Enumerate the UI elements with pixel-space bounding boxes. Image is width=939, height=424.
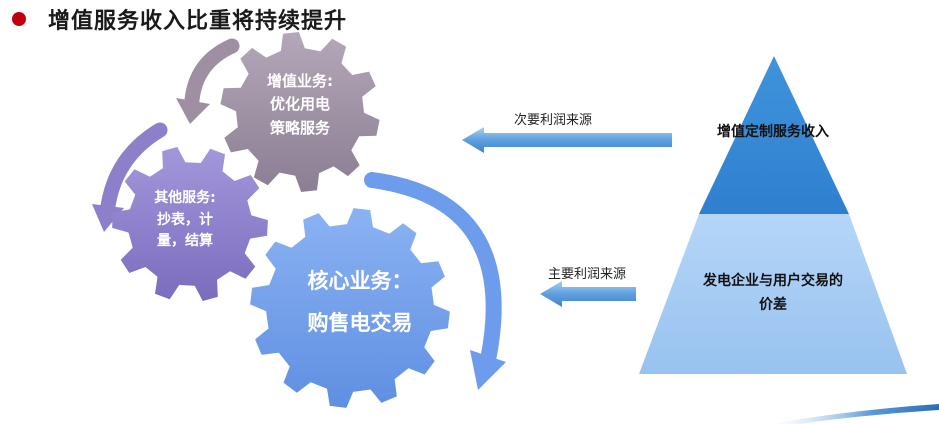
cycle-arrow-left-head — [92, 204, 124, 232]
gear-value-added-line1: 增值业务: — [267, 72, 333, 90]
title-bullet-icon — [12, 12, 26, 26]
gear-value-added-line2: 优化用电 — [269, 95, 330, 114]
page-title: 增值服务收入比重将持续提升 — [48, 9, 348, 34]
arrow-main-profit — [540, 281, 636, 307]
gear-core-business-line2: 购售电交易 — [307, 311, 413, 335]
gear-other-services-line1: 其他服务: — [154, 190, 216, 206]
pyramid-bottom-line1: 发电企业与用户交易的 — [703, 273, 843, 289]
secondary-profit-label: 次要利润来源 — [514, 113, 593, 128]
pyramid-top-label: 增值定制服务收入 — [717, 124, 829, 140]
gear-other-services-label: 其他服务: 抄表，计 量，结算 — [130, 188, 240, 253]
title-row: 增值服务收入比重将持续提升 — [12, 4, 347, 34]
cycle-arrow-top — [184, 38, 240, 108]
gear-other-services-line3: 量，结算 — [157, 233, 213, 250]
gear-value-added-shape — [220, 32, 380, 192]
gear-core-business — [250, 208, 450, 408]
decorative-swoosh — [770, 404, 939, 424]
gear-value-added-label: 增值业务: 优化用电 策略服务 — [234, 70, 366, 140]
cycle-arrow-right-head — [470, 350, 506, 390]
pyramid-top — [699, 56, 849, 214]
pyramid-bottom — [639, 214, 907, 374]
arrow-secondary-profit — [462, 127, 672, 153]
gear-value-added — [220, 32, 380, 192]
cycle-arrow-left — [100, 122, 168, 214]
pyramid-bottom-line2: 价差 — [759, 296, 787, 313]
gear-other-services-line2: 抄表，计 — [157, 211, 213, 228]
cycle-arrow-top-head — [176, 98, 210, 124]
gear-core-shape — [250, 208, 450, 408]
gear-other-services-shape — [112, 147, 268, 301]
gear-value-added-line3: 策略服务 — [269, 118, 330, 137]
pyramid-bottom-label: 发电企业与用户交易的 价差 — [673, 270, 873, 318]
gear-core-business-label: 核心业务： 购售电交易 — [270, 260, 450, 344]
cycle-arrow-right — [364, 172, 502, 368]
gear-core-business-line1: 核心业务： — [307, 269, 413, 293]
gear-other-services — [112, 147, 268, 301]
main-profit-label: 主要利润来源 — [548, 267, 627, 282]
